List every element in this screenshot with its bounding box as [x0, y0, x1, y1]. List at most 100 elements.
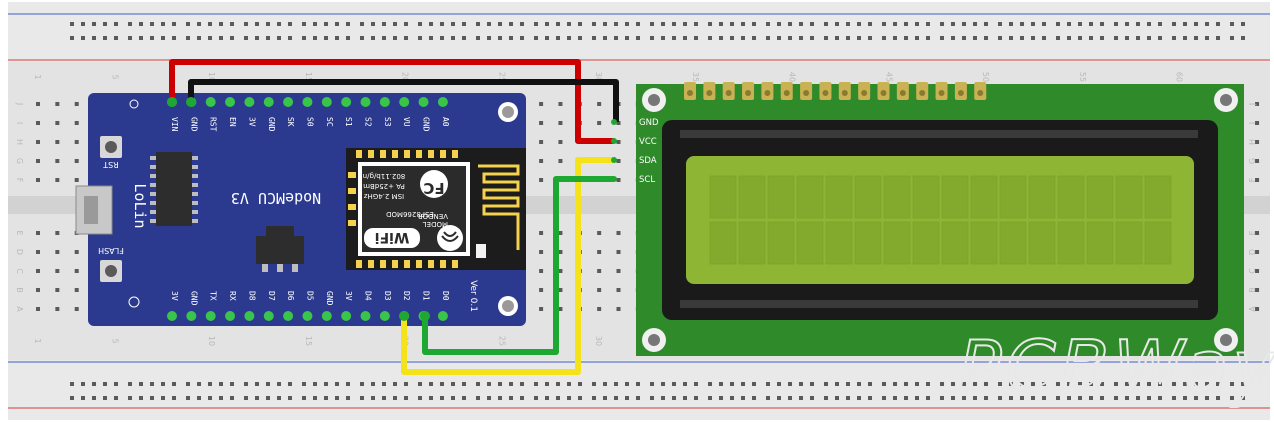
module-standard: 802.11b/g/n — [363, 172, 406, 180]
fcc-logo — [420, 170, 448, 198]
wires — [167, 59, 619, 375]
pin-label: D2 — [402, 291, 411, 301]
pin-label: D1 — [422, 291, 431, 301]
pin-label: VU — [402, 117, 411, 127]
module-vendor: VENDOR — [418, 212, 448, 220]
lcd-parallel-pins — [684, 82, 987, 100]
column-number: 5 — [110, 74, 119, 79]
lcd-character-grid — [709, 175, 1172, 265]
pin-label: GND — [325, 291, 334, 306]
pin-label: D5 — [305, 291, 314, 301]
header-pin[interactable] — [418, 97, 429, 107]
header-pin[interactable] — [263, 97, 274, 107]
wifi-logo — [364, 228, 420, 248]
usb-serial-chip — [156, 152, 192, 226]
lcd-pin-label: VCC — [639, 137, 657, 147]
header-pin[interactable] — [244, 311, 255, 321]
pin-label: GND — [189, 117, 198, 132]
header-pin[interactable] — [302, 97, 313, 107]
wire-d1-scl — [422, 176, 614, 355]
wire-d2-sda — [401, 157, 614, 375]
header-pin[interactable] — [225, 97, 236, 107]
board-marker — [129, 99, 139, 109]
wire-vin-vcc — [169, 59, 614, 144]
pin-label: D6 — [286, 291, 295, 301]
board-model: NodeMCU V3 — [231, 189, 321, 207]
pin-label: 3V — [344, 291, 353, 301]
header-pin[interactable] — [341, 311, 352, 321]
pin-label: VIN — [170, 117, 179, 132]
column-number: 55 — [1078, 72, 1087, 82]
header-pin[interactable] — [205, 97, 216, 107]
lcd-pin-label: SCL — [639, 175, 655, 185]
header-pin[interactable] — [244, 97, 255, 107]
pin-label: D8 — [247, 291, 256, 301]
rst-button-label: RST — [103, 160, 119, 169]
header-pin[interactable] — [399, 97, 410, 107]
pin-label: A0 — [441, 117, 450, 127]
esp8266-module: VENDOR MODEL ESP8266MOD ISM 2.4GHz PA +2… — [346, 148, 526, 270]
header-pin[interactable] — [379, 97, 390, 107]
header-pin[interactable] — [283, 311, 294, 321]
row-letter: E — [1248, 230, 1257, 235]
lcd-pin-label: SDA — [639, 156, 657, 166]
voltage-regulator — [256, 236, 304, 264]
row-letter: B — [1248, 287, 1257, 293]
column-number: 10 — [207, 72, 216, 82]
pin-label: 3V — [170, 291, 179, 301]
header-pin[interactable] — [379, 311, 390, 321]
header-pin[interactable] — [321, 97, 332, 107]
header-pin[interactable] — [321, 311, 332, 321]
row-letter: G — [1248, 158, 1257, 164]
watermark: PCBWay — [958, 325, 1274, 409]
header-pin[interactable] — [186, 311, 197, 321]
column-number: 15 — [304, 72, 313, 82]
pin-label: 3V — [247, 117, 256, 127]
header-pin[interactable] — [302, 311, 313, 321]
header-pin[interactable] — [360, 311, 371, 321]
pin-label: D7 — [267, 291, 276, 301]
flash-button-cap[interactable] — [105, 265, 117, 277]
row-letter: D — [1248, 249, 1257, 255]
row-letter: H — [15, 139, 24, 145]
board-version: Ver 0.1 — [468, 280, 478, 312]
header-pin[interactable] — [437, 97, 448, 107]
pin-label: S3 — [383, 117, 392, 127]
row-letter: E — [15, 230, 24, 235]
pin-label: D0 — [441, 291, 450, 301]
header-pin[interactable] — [263, 311, 274, 321]
column-number: 5 — [110, 338, 119, 343]
pin-label: RX — [228, 291, 237, 301]
column-number: 10 — [207, 336, 216, 346]
row-letter: A — [15, 306, 24, 312]
column-number: 60 — [1175, 72, 1184, 82]
header-pin[interactable] — [283, 97, 294, 107]
row-letter: F — [15, 178, 24, 183]
rst-button-cap[interactable] — [105, 141, 117, 153]
row-letter: J — [15, 102, 24, 105]
header-pin[interactable] — [205, 311, 216, 321]
header-pin[interactable] — [360, 97, 371, 107]
header-pin[interactable] — [437, 311, 448, 321]
pin-label: GND — [422, 117, 431, 132]
board-marker — [128, 296, 140, 308]
row-letter: B — [15, 287, 24, 293]
header-pin[interactable] — [341, 97, 352, 107]
column-number: 40 — [788, 72, 797, 82]
header-pin[interactable] — [225, 311, 236, 321]
header-pin[interactable] — [167, 311, 177, 321]
pin-label: RST — [209, 117, 218, 132]
lcd-screen — [686, 156, 1194, 284]
row-letter: C — [1248, 268, 1257, 274]
pin-label: S1 — [344, 117, 353, 127]
wire-gnd-gnd — [188, 79, 619, 122]
column-number: 30 — [594, 336, 603, 346]
pin-label: SK — [286, 117, 295, 127]
pin-label: SC — [325, 117, 334, 127]
fcc-logo-text: FC — [423, 179, 444, 197]
